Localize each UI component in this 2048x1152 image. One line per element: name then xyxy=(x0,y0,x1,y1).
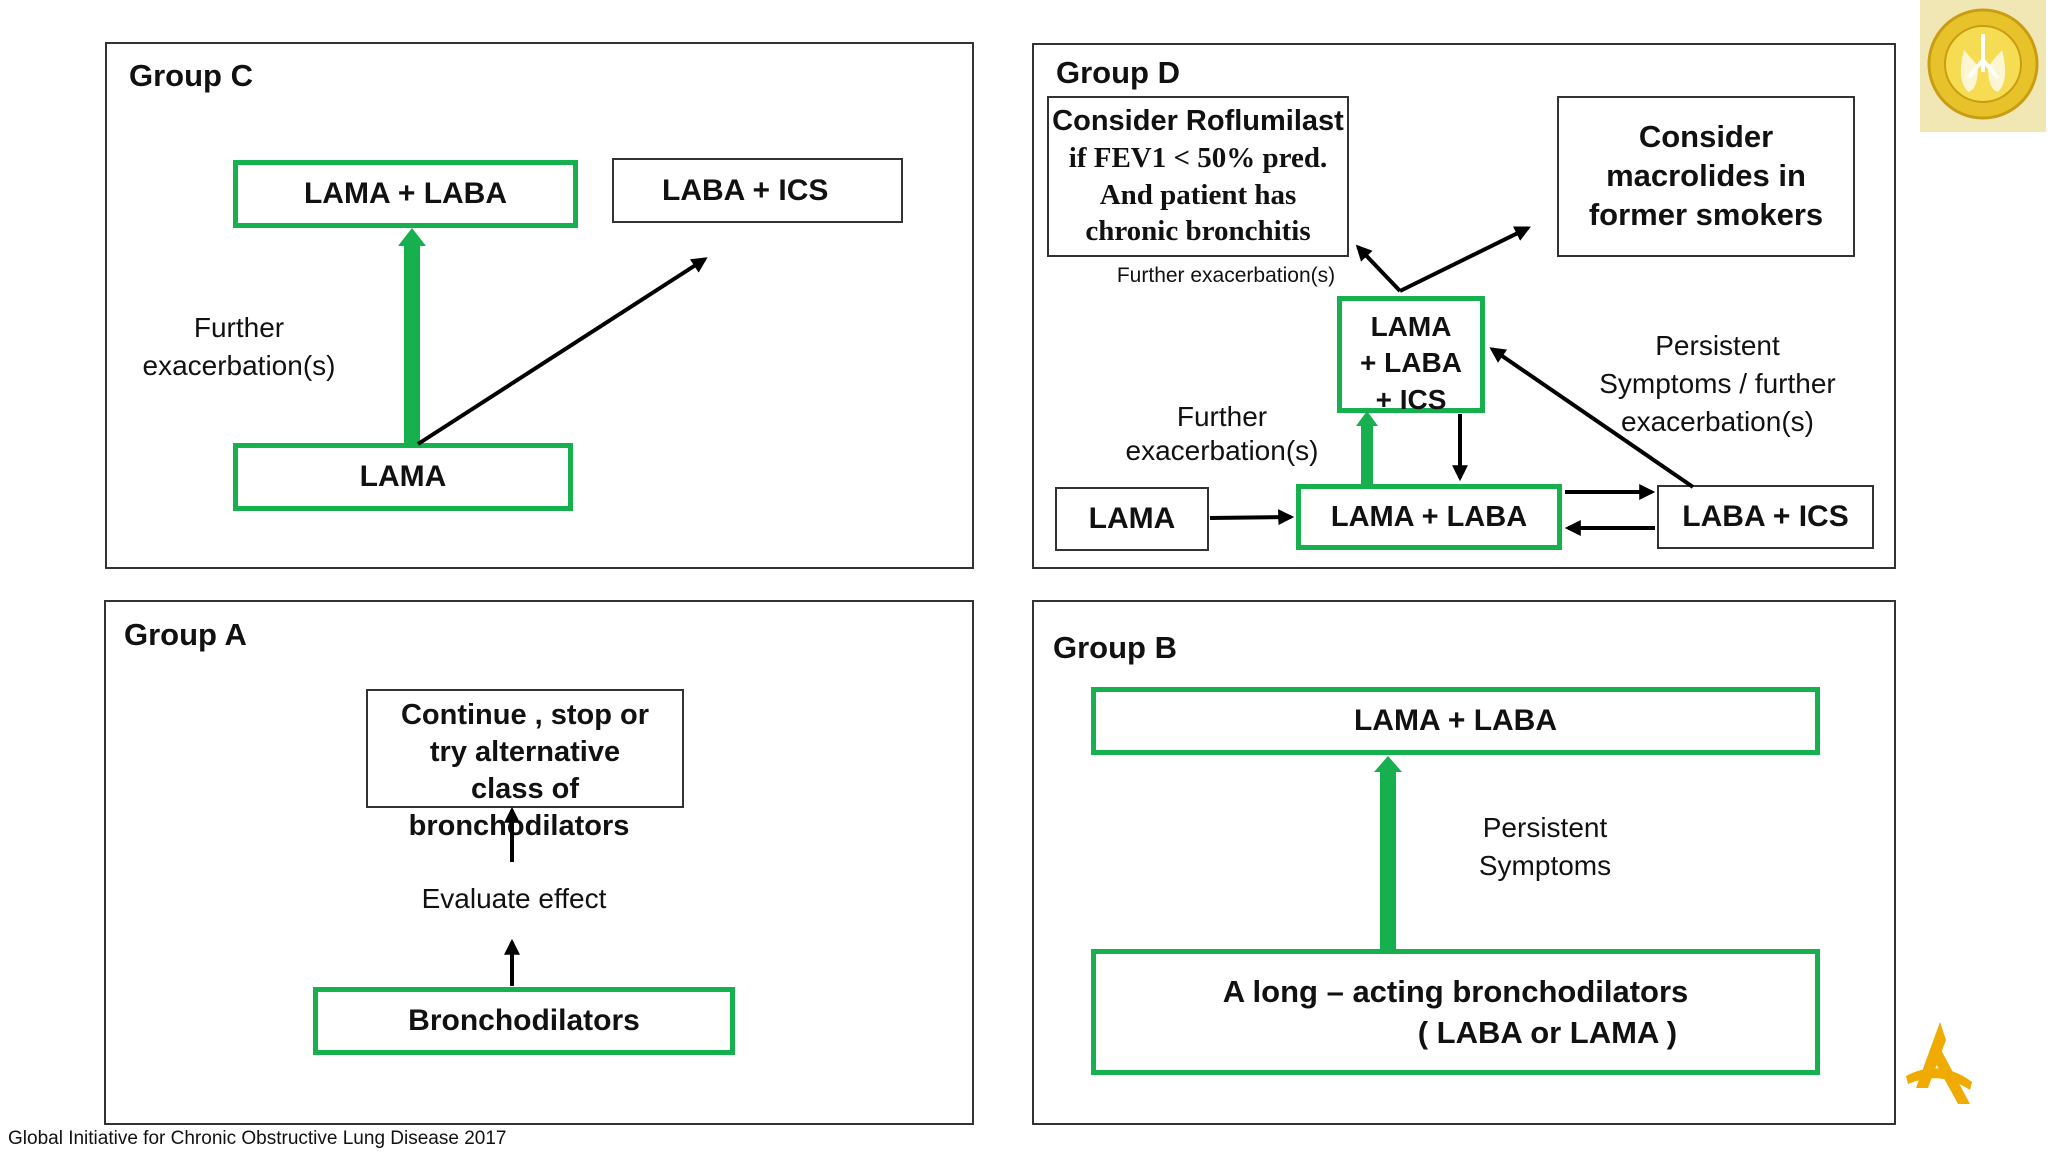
group-d-lama-box: LAMA xyxy=(1055,487,1209,551)
group-d-lama-laba-box: LAMA + LABA xyxy=(1296,484,1562,550)
footer-citation: Global Initiative for Chronic Obstructiv… xyxy=(8,1128,507,1149)
astrazeneca-logo-icon xyxy=(1906,1022,1972,1104)
group-d-further-exacerbation-top-label: Further exacerbation(s) xyxy=(1116,264,1336,287)
group-c-diagonal-arrow xyxy=(416,257,708,446)
group-d-title: Group D xyxy=(1056,55,1180,90)
group-d-persistent-arrow xyxy=(1489,347,1695,489)
group-d-lama-to-lamalaba-arrow xyxy=(1209,509,1295,526)
group-a-bronchodilators-box: Bronchodilators xyxy=(313,987,735,1055)
group-d-green-up-arrow xyxy=(1356,411,1378,485)
group-d-fork-arrow-left xyxy=(1355,244,1402,293)
group-b-green-arrow xyxy=(1374,756,1402,950)
group-d-macrolides-box: Consider macrolides in former smokers xyxy=(1557,96,1855,257)
group-d-triple-therapy-box: LAMA + LABA + ICS xyxy=(1337,296,1485,415)
group-c-lama-box: LAMA xyxy=(233,443,573,511)
group-c-lama-laba-box: LAMA + LABA xyxy=(233,160,578,228)
group-a-title: Group A xyxy=(124,617,247,652)
group-b-lama-laba-box: LAMA + LABA xyxy=(1091,687,1820,755)
group-d-roflumilast-box: Consider Roflumilast if FEV1 < 50% pred.… xyxy=(1047,96,1349,257)
group-a-continue-text: Continue , stop or try alternative class… xyxy=(400,699,650,843)
group-d-fork-arrow-right xyxy=(1399,226,1531,293)
group-b-long-acting-box: A long – acting bronchodilators ( LABA o… xyxy=(1091,949,1820,1075)
group-c-laba-ics-box: LABA + ICS xyxy=(612,158,903,223)
group-c-title: Group C xyxy=(129,58,253,93)
group-a-evaluate-label: Evaluate effect xyxy=(421,883,607,914)
group-c-green-arrow xyxy=(398,228,426,444)
group-d-laba-ics-box: LABA + ICS xyxy=(1657,485,1874,549)
group-b-title: Group B xyxy=(1053,630,1177,665)
gold-logo-icon xyxy=(1920,0,2046,132)
group-a-continue-box xyxy=(366,689,684,808)
